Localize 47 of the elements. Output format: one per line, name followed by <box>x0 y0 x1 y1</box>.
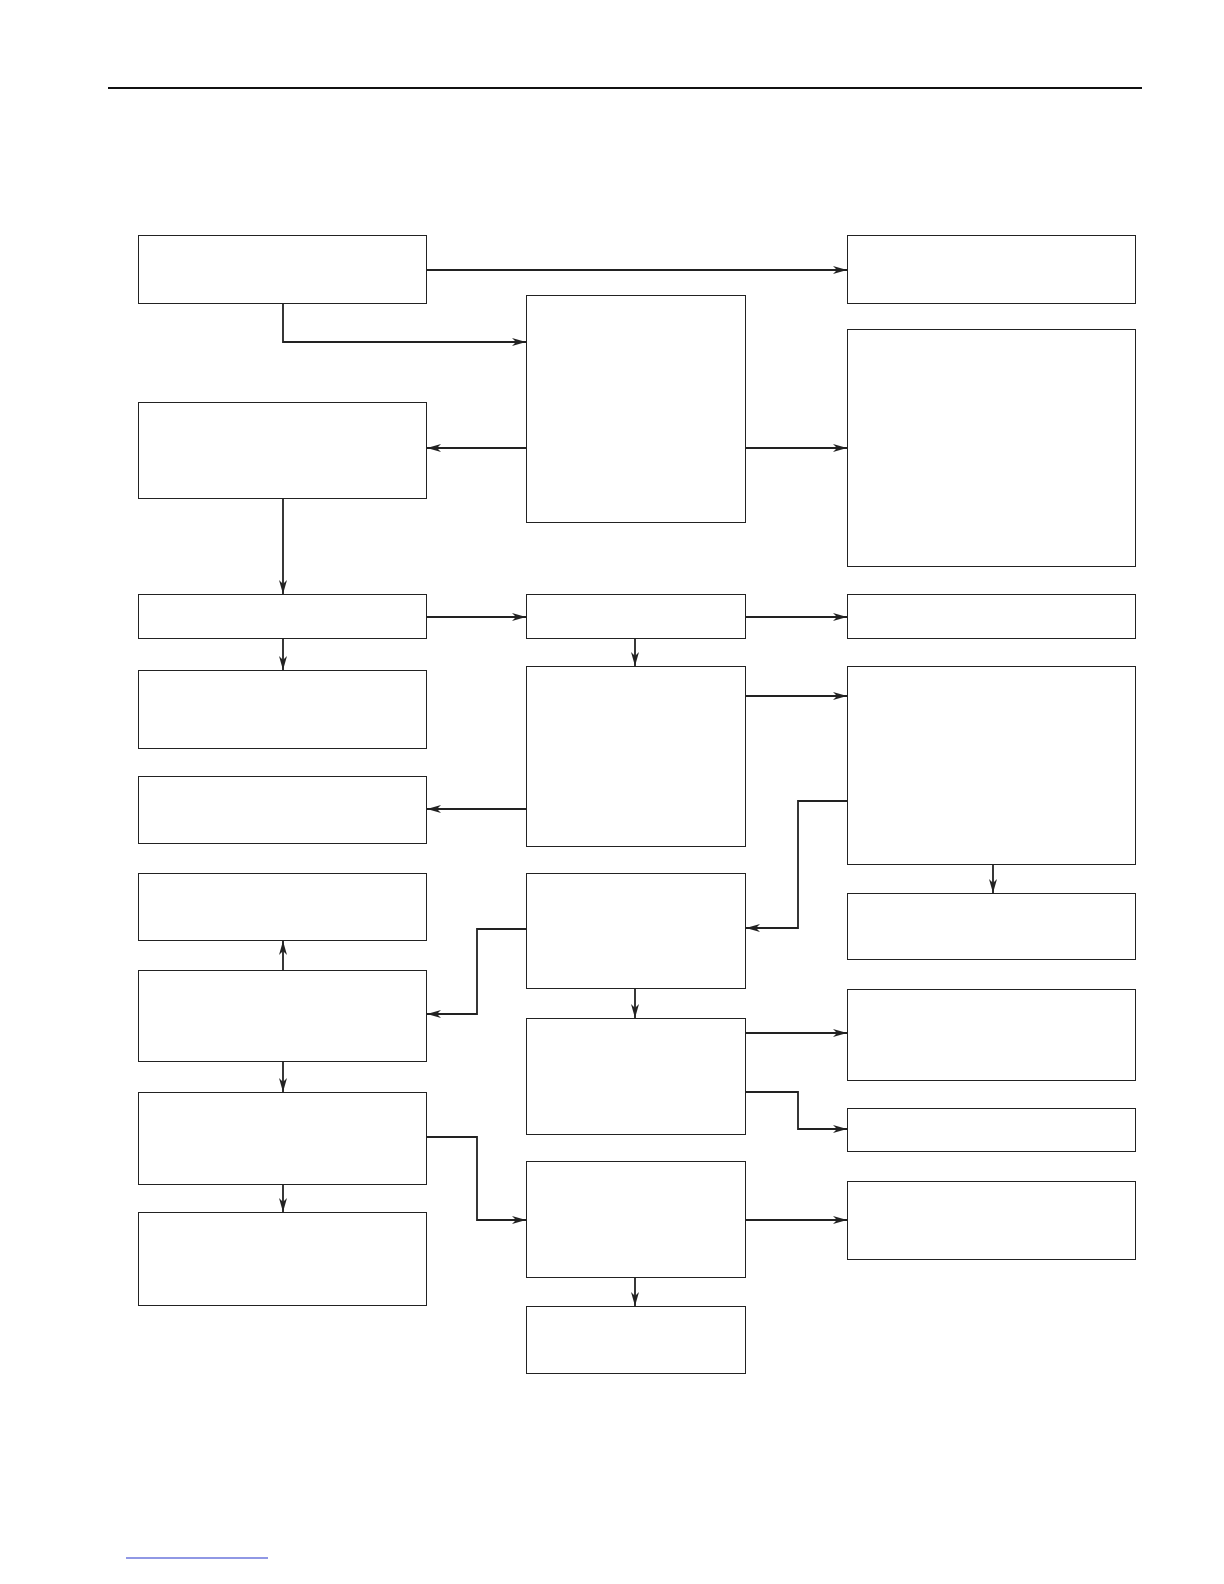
arrow <box>426 1136 527 1224</box>
arrow <box>426 928 527 1018</box>
arrow <box>279 1061 287 1093</box>
process-box <box>138 1212 427 1306</box>
process-box <box>138 670 427 749</box>
process-box <box>847 594 1136 639</box>
process-box <box>138 235 427 304</box>
process-box <box>138 776 427 844</box>
arrow <box>745 444 848 452</box>
arrow <box>631 638 639 667</box>
arrow <box>279 638 287 671</box>
arrow <box>745 800 848 932</box>
process-box <box>526 1018 746 1135</box>
arrow <box>279 940 287 971</box>
process-box <box>526 295 746 523</box>
arrow <box>745 1091 848 1133</box>
arrow <box>631 1277 639 1307</box>
arrow <box>745 692 848 700</box>
process-box <box>526 594 746 639</box>
process-box <box>138 873 427 941</box>
arrow <box>745 613 848 621</box>
process-box <box>138 970 427 1062</box>
process-box <box>847 666 1136 865</box>
process-box <box>847 235 1136 304</box>
arrow <box>989 864 997 894</box>
process-box <box>526 873 746 989</box>
arrow <box>426 613 527 621</box>
arrow <box>426 266 848 274</box>
process-box <box>847 329 1136 567</box>
process-box <box>526 1306 746 1374</box>
arrow <box>426 444 527 452</box>
process-box <box>138 402 427 499</box>
arrow <box>426 805 527 813</box>
arrow <box>745 1029 848 1037</box>
arrow <box>631 988 639 1019</box>
process-box <box>847 989 1136 1081</box>
process-box <box>526 1161 746 1278</box>
arrow <box>745 1216 848 1224</box>
arrow <box>279 1184 287 1213</box>
process-box <box>847 1181 1136 1260</box>
process-box <box>138 594 427 639</box>
arrow <box>282 303 527 346</box>
process-box <box>138 1092 427 1185</box>
process-box <box>847 893 1136 960</box>
process-box <box>526 666 746 847</box>
arrow <box>279 498 287 595</box>
process-box <box>847 1108 1136 1152</box>
